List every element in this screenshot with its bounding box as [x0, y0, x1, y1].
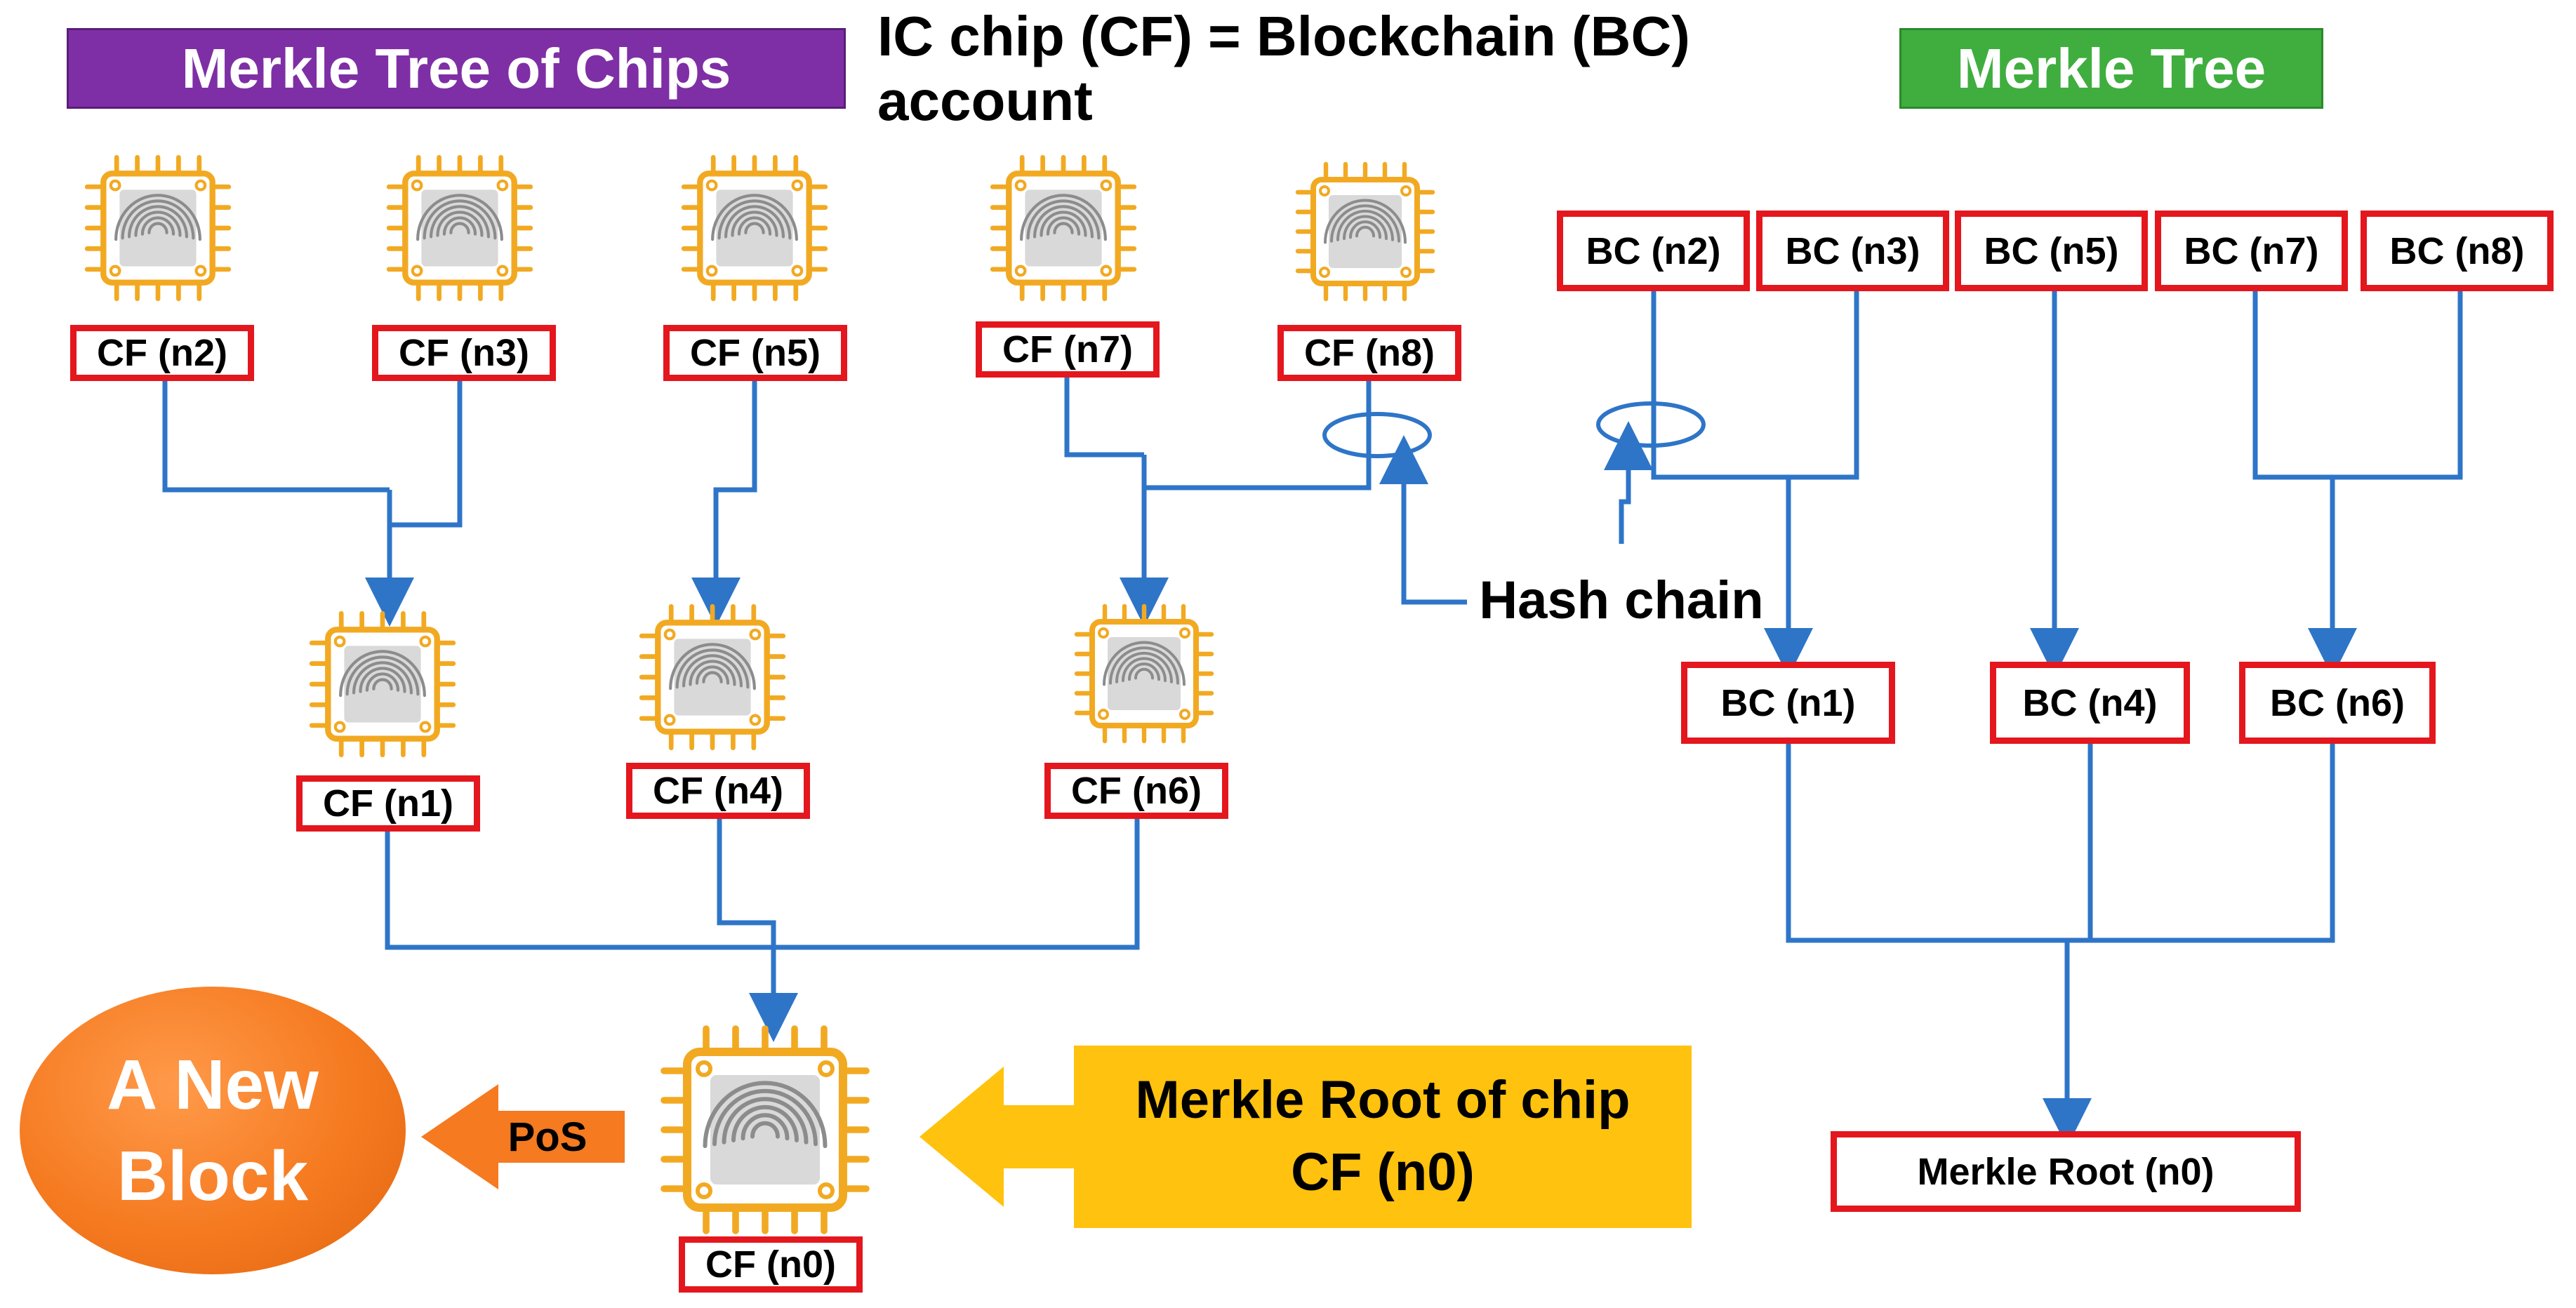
edge-bc-n3-n1 — [1764, 291, 1859, 677]
cf-n2-label: CF (n2) — [70, 325, 254, 381]
edge-n7-n6 — [1064, 375, 1144, 458]
chip-n6-icon — [1074, 603, 1214, 744]
edge-n3-n1 — [365, 375, 463, 627]
merkle-root-chip-text: Merkle Root of chip CF (n0) — [1074, 1046, 1692, 1228]
edge-n8-n6 — [1120, 375, 1372, 627]
equivalence-title: IC chip (CF) = Blockchain (BC) account — [877, 4, 1690, 132]
bc-n7-box: BC (n7) — [2155, 211, 2348, 291]
edge-n6-n0 — [779, 818, 1140, 950]
merkle-tree-of-chips-title: Merkle Tree of Chips — [67, 28, 846, 109]
merkle-root-chip-line1: Merkle Root of chip — [1135, 1070, 1631, 1130]
chip-n8-icon — [1295, 161, 1435, 302]
bc-n4-box: BC (n4) — [1990, 662, 2190, 744]
bc-n5-box: BC (n5) — [1955, 211, 2148, 291]
edge-n5-n4 — [691, 375, 757, 627]
chip-n1-icon — [309, 610, 456, 758]
cf-n7-label: CF (n7) — [976, 321, 1160, 378]
edge-n1-n0 — [385, 827, 779, 950]
hash-chain-label: Hash chain — [1479, 570, 1764, 630]
merkle-root-box: Merkle Root (n0) — [1831, 1131, 2301, 1212]
hash-loop-right — [1596, 401, 1706, 448]
edge-bc-n8-n6 — [2308, 291, 2463, 677]
chip-n7-icon — [990, 154, 1137, 302]
merkle-tree-title: Merkle Tree — [1899, 28, 2323, 109]
pos-arrow — [421, 1084, 625, 1189]
edge-n4-n0 — [717, 818, 798, 1042]
hash-chain-pointer — [1379, 435, 1467, 605]
bc-n8-box: BC (n8) — [2361, 211, 2554, 291]
hash-chain-pointer-right — [1604, 421, 1653, 544]
cf-n0-label: CF (n0) — [679, 1236, 863, 1293]
cf-n4-label: CF (n4) — [626, 763, 810, 819]
edge-bc-n7-n6 — [2252, 291, 2332, 480]
chip-n5-icon — [681, 154, 828, 302]
edge-n2-n1 — [162, 375, 390, 493]
bc-n2-box: BC (n2) — [1557, 211, 1750, 291]
cf-n6-label: CF (n6) — [1044, 763, 1228, 819]
edge-bc-n2-n1 — [1651, 291, 1788, 480]
cf-n5-label: CF (n5) — [663, 325, 847, 381]
pos-label: PoS — [507, 1114, 587, 1160]
chip-n3-icon — [386, 154, 533, 302]
bc-n3-box: BC (n3) — [1756, 211, 1949, 291]
chip-n4-icon — [639, 603, 786, 751]
chip-n0-icon — [660, 1025, 870, 1234]
merkle-root-chip-arrow — [919, 1046, 1692, 1228]
merkle-root-chip-line2: CF (n0) — [1291, 1142, 1475, 1202]
cf-n3-label: CF (n3) — [372, 325, 556, 381]
hash-loop-left — [1322, 412, 1432, 458]
new-block-line2: Block — [117, 1137, 309, 1215]
cf-n8-label: CF (n8) — [1277, 325, 1461, 381]
edge-bc-n1-root — [1786, 744, 2067, 943]
new-block-line1: A New — [107, 1046, 319, 1124]
bc-n6-box: BC (n6) — [2239, 662, 2436, 744]
bc-n1-box: BC (n1) — [1681, 662, 1895, 744]
edge-bc-n6-root — [2043, 744, 2335, 1147]
cf-n1-label: CF (n1) — [296, 775, 480, 832]
new-block-ellipse: A New Block — [20, 987, 406, 1274]
chip-n2-icon — [84, 154, 232, 302]
